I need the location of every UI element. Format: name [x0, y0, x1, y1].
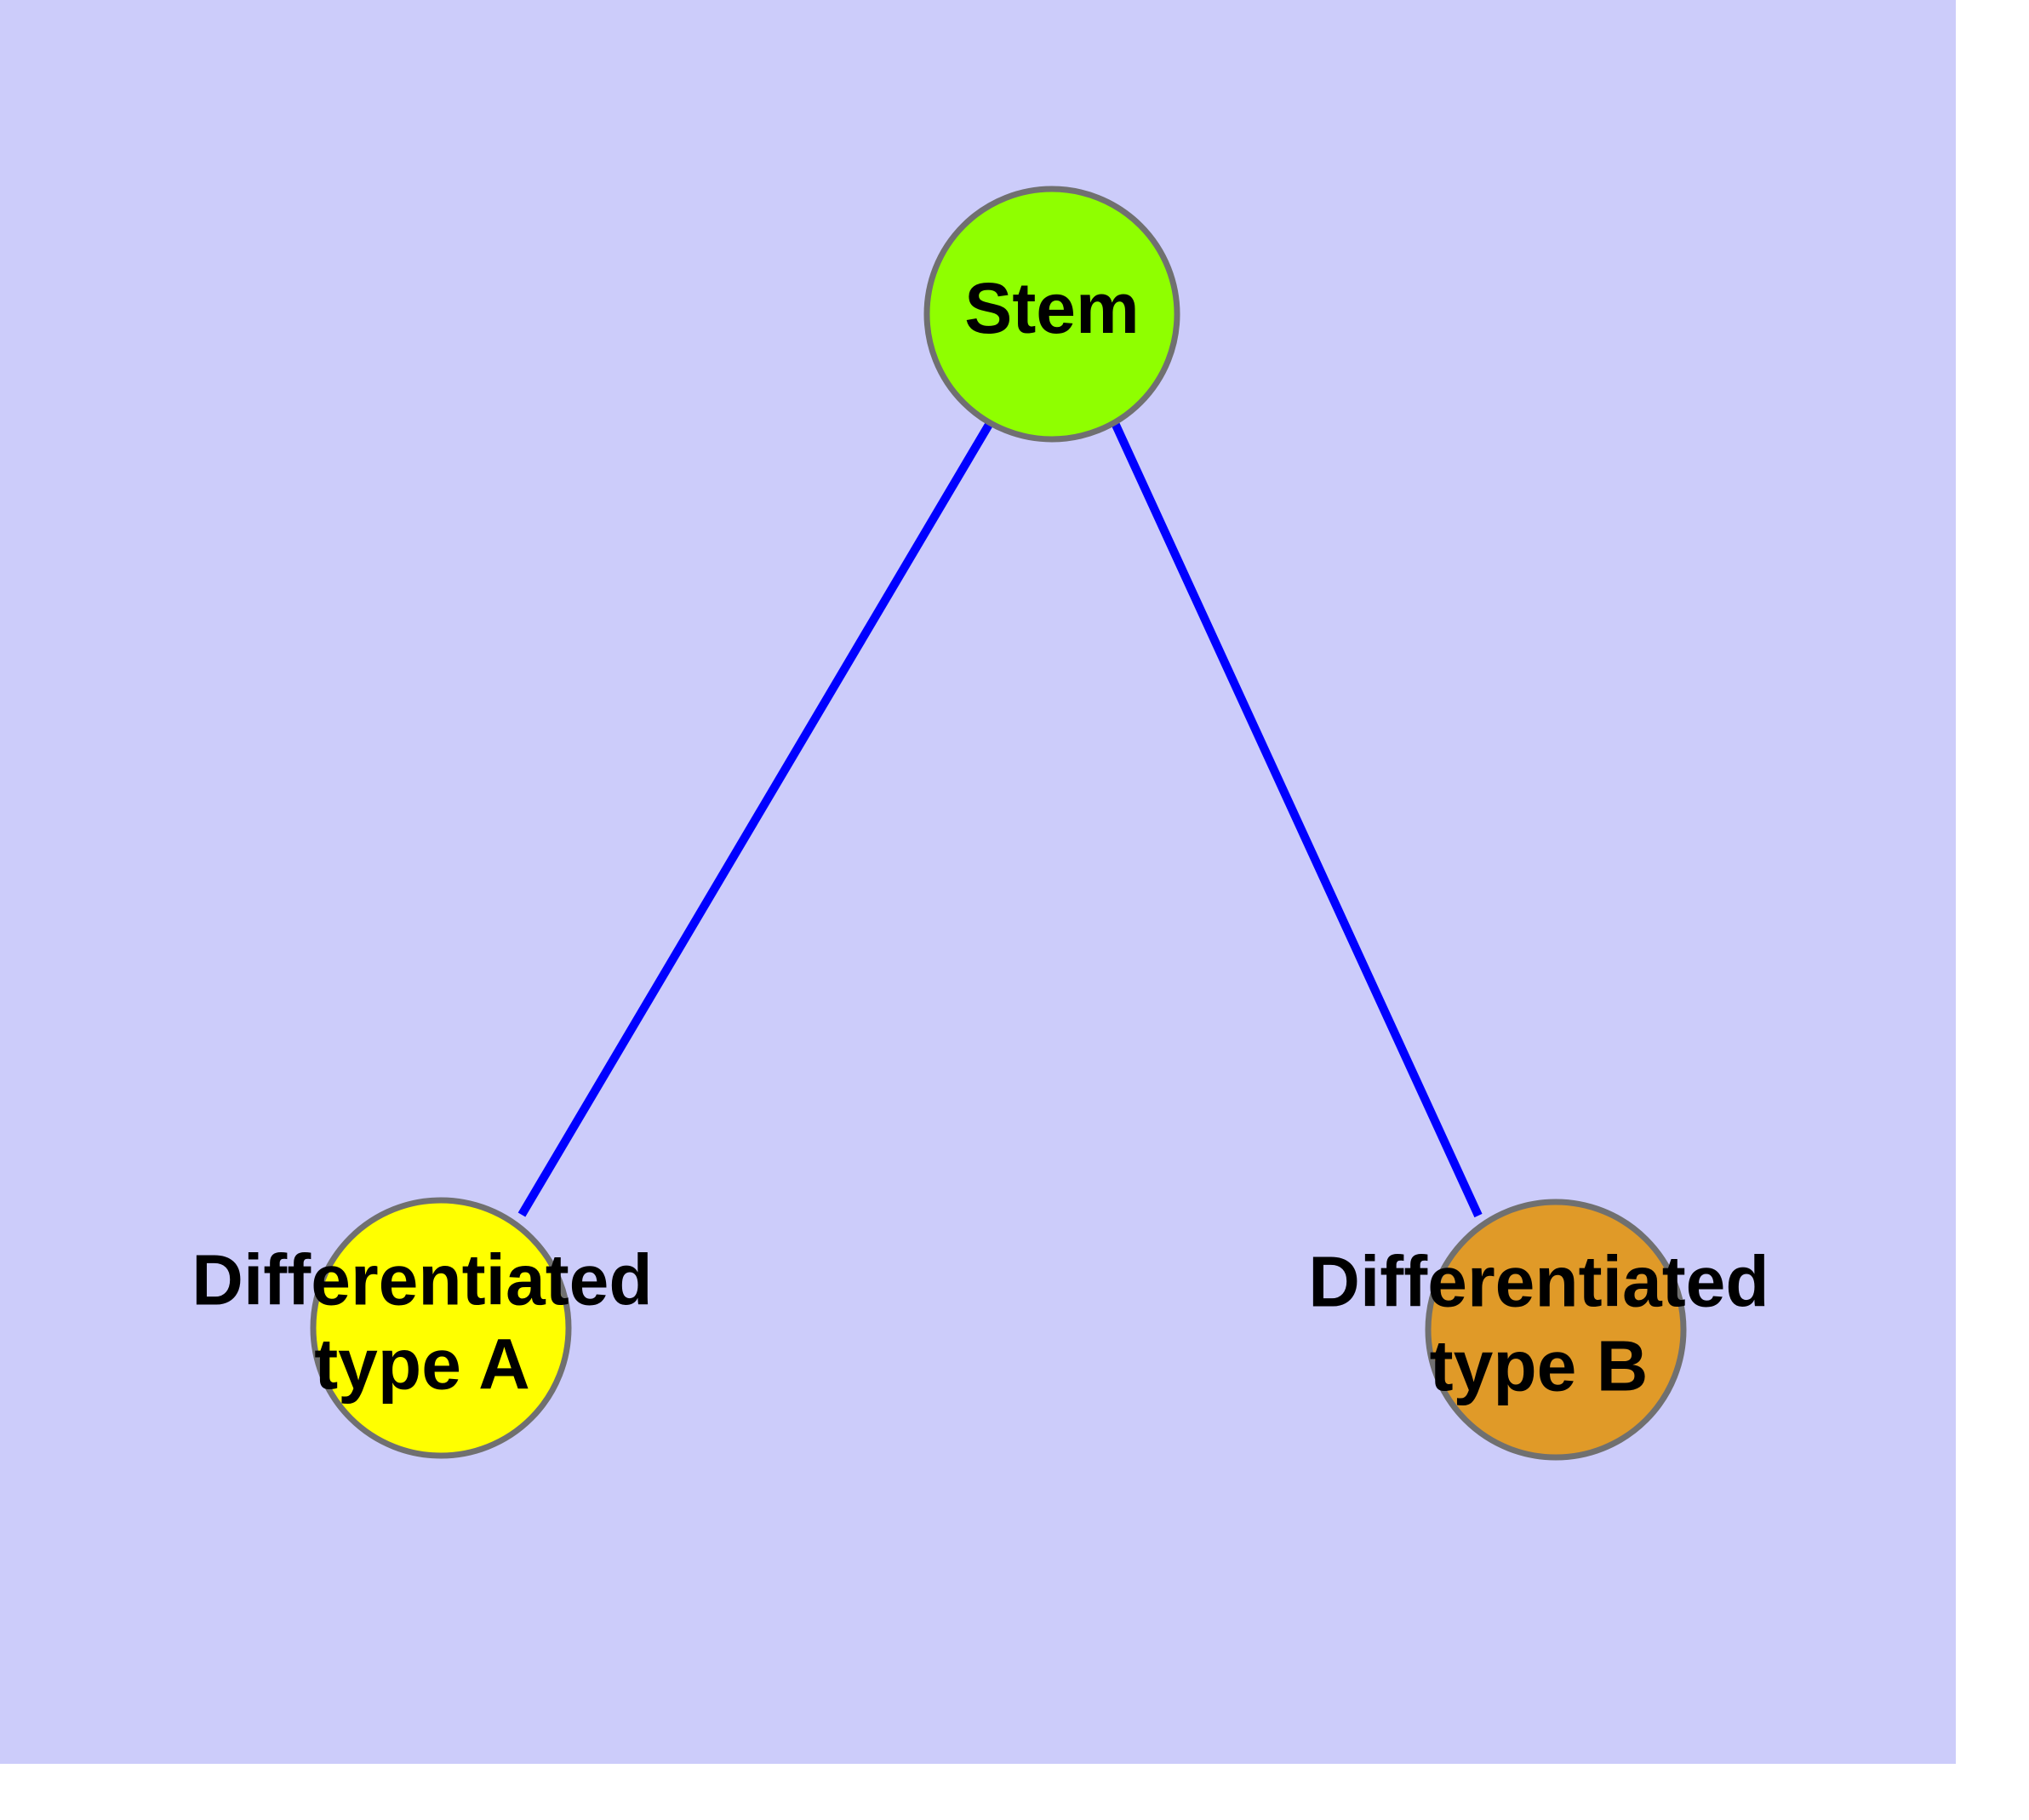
node-differentiated-type-b[interactable]: [1425, 1199, 1687, 1461]
node-label-line: Differentiated: [191, 1240, 652, 1320]
edge-stem-to-differentiated-type-a[interactable]: [517, 421, 994, 1217]
node-differentiated-type-a-circle[interactable]: [310, 1197, 572, 1459]
node-label-line: Differentiated: [1308, 1242, 1769, 1322]
node-stem-label: Stem: [964, 268, 1139, 348]
edge-stem-to-differentiated-type-b[interactable]: [1111, 421, 1483, 1218]
node-differentiated-type-b-circle[interactable]: [1425, 1199, 1687, 1461]
node-label-line: type A: [314, 1325, 530, 1405]
node-label-line: Stem: [964, 268, 1139, 348]
edges-layer: [517, 421, 1483, 1218]
node-stem-circle[interactable]: [923, 186, 1180, 443]
node-stem[interactable]: [923, 186, 1180, 443]
node-differentiated-type-a[interactable]: [310, 1197, 572, 1459]
nodes-layer: [310, 186, 1687, 1461]
node-label-line: type B: [1430, 1326, 1649, 1406]
